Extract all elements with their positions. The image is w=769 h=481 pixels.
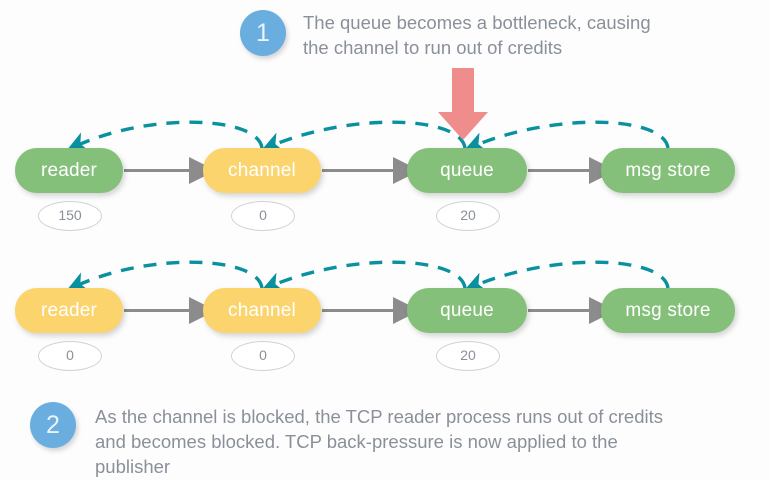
credit-badge-row1-reader: 150 <box>38 201 102 231</box>
dashed-credit-arc-icon-row1-channel-to-reader <box>66 120 264 152</box>
step-text-1: The queue becomes a bottleneck, causing … <box>303 12 651 58</box>
node-row2-queue[interactable]: queue <box>407 288 527 333</box>
node-row1-channel[interactable]: channel <box>203 148 321 193</box>
step-badge-1: 1 <box>240 10 286 56</box>
node-row1-queue[interactable]: queue <box>407 148 527 193</box>
dashed-credit-arc-icon-row1-queue-to-channel <box>261 120 467 152</box>
dashed-credit-arc-icon-row2-msgstore-to-queue <box>464 260 670 292</box>
node-row2-reader[interactable]: reader <box>15 288 123 333</box>
dashed-credit-arc-icon-row2-queue-to-channel <box>261 260 467 292</box>
credit-badge-row2-queue: 20 <box>436 341 500 371</box>
dashed-credit-arc-icon-row2-channel-to-reader <box>66 260 264 292</box>
red-down-arrow-icon <box>438 68 488 140</box>
dashed-credit-arc-icon-row1-msgstore-to-queue <box>464 120 670 152</box>
credit-badge-row1-channel: 0 <box>231 201 295 231</box>
credit-badge-row2-reader: 0 <box>38 341 102 371</box>
node-row1-reader[interactable]: reader <box>15 148 123 193</box>
node-row2-channel[interactable]: channel <box>203 288 321 333</box>
credit-badge-row1-queue: 20 <box>436 201 500 231</box>
credit-badge-row2-channel: 0 <box>231 341 295 371</box>
step-text-2: As the channel is blocked, the TCP reade… <box>95 406 663 477</box>
step-badge-2: 2 <box>30 402 76 448</box>
node-row2-msg-store[interactable]: msg store <box>601 288 735 333</box>
node-row1-msg-store[interactable]: msg store <box>601 148 735 193</box>
